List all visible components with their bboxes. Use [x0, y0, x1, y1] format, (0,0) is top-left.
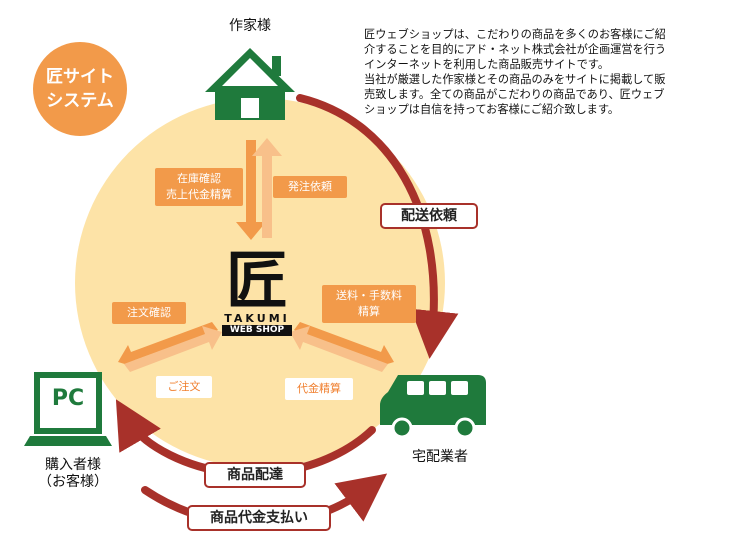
artist-label: 作家様 [229, 18, 271, 34]
logo-kanji: 匠 [225, 244, 288, 317]
description-text: 匠ウェブショップは、こだわりの商品を多くのお客様にご紹 介することを目的にアド・… [364, 28, 667, 116]
shipping-fee-label: 送料・手数料 精算 [322, 285, 416, 323]
buyer-flow-arrows [118, 322, 222, 372]
delivery-request-arrow [296, 94, 459, 359]
pc-icon [24, 372, 112, 446]
delivery-label: 宅配業者 [412, 449, 468, 465]
payment-label: 商品代金支払い [187, 505, 331, 531]
payment-settle-label: 代金精算 [285, 378, 353, 400]
product-delivery-label: 商品配達 [204, 462, 306, 488]
badge-line1: 匠サイト [46, 67, 114, 87]
site-system-badge: 匠サイト システム [33, 42, 127, 136]
stock-check-label: 在庫確認 売上代金精算 [155, 168, 243, 206]
delivery-flow-arrows [290, 322, 394, 372]
buyer-label: 購入者様 （お客様） [38, 457, 108, 490]
order-confirm-label: 注文確認 [112, 302, 186, 324]
truck-icon [380, 375, 486, 439]
pc-label: PC [51, 386, 85, 411]
badge-line2: システム [46, 91, 114, 111]
artist-flow-arrows [236, 138, 282, 240]
house-icon [205, 48, 295, 120]
delivery-request-label: 配送依頼 [380, 203, 478, 229]
takumi-logo: 匠 TAKUMI WEB SHOP [222, 250, 292, 336]
order-request-label: 発注依頼 [273, 176, 347, 198]
order-label: ご注文 [156, 376, 212, 398]
logo-sub2: WEB SHOP [222, 325, 292, 336]
logo-sub1: TAKUMI [224, 312, 290, 325]
